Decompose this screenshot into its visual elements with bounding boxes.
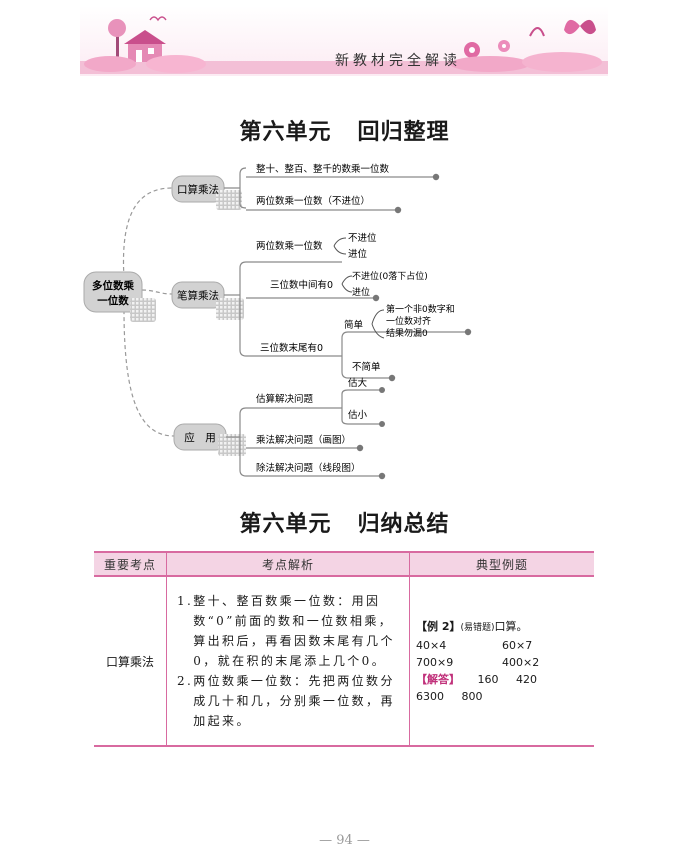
root-node: 多位数乘 一位数 (83, 271, 156, 322)
analysis-cell: 1. 整十、整百数乘一位数：用因数“0”前面的数和一位数相乘，算出积后，再看因数… (166, 576, 410, 747)
estimate-up: 估大 (348, 377, 368, 389)
topic-cell: 口算乘法 (94, 576, 167, 747)
answer: 800 (461, 689, 483, 703)
written-two-digit: 两位数乘一位数 (256, 240, 323, 252)
point-number: 2. (177, 674, 194, 688)
answer: 160 (477, 672, 499, 686)
apply-multiply: 乘法解决问题（画图） (256, 434, 351, 446)
mind-map: 多位数乘 一位数 口算乘法 整十、整百、整千的数乘一位数 两位数乘一位数（不进位… (83, 163, 472, 480)
point-number: 1. (177, 594, 194, 608)
written-branch-node: 笔算乘法 (171, 281, 244, 320)
root-label-line1: 多位数乘 (92, 279, 134, 292)
unit-label: 第六单元 (239, 119, 332, 145)
table-row: 口算乘法 1. 整十、整百数乘一位数：用因数“0”前面的数和一位数相乘，算出积后… (94, 576, 594, 747)
header-analysis: 考点解析 (166, 551, 410, 577)
example-cell: 【例 2】(易错题)口算。 40×4 60×7 700×9 400×2 【解答】… (409, 576, 594, 747)
problem: 700×9 (416, 655, 454, 669)
tree-icon (108, 19, 126, 62)
topic-text: 口算乘法 (105, 654, 154, 669)
list-item: 2. 两位数乘一位数：先把两位数分成几十和几，分别乘一位数，再加起来。 (177, 671, 403, 731)
oral-item-2: 两位数乘一位数（不进位） (256, 195, 370, 207)
simple-note-1: 第一个非0数字和 (386, 303, 455, 315)
zero-end-simple: 简单 (344, 319, 364, 331)
answer: 420 (516, 672, 537, 686)
section-heading: 归纳总结 (357, 511, 450, 537)
zero-end-not-simple: 不简单 (352, 361, 381, 373)
apply-estimate: 估算解决问题 (256, 393, 314, 405)
section-title-summary: 第六单元归纳总结 (0, 506, 689, 538)
oral-branch-node: 口算乘法 (171, 175, 242, 210)
apply-divide: 除法解决问题（线段图） (256, 462, 361, 474)
apply-branch-node: 应 用 (173, 423, 246, 456)
header-decoration (80, 6, 608, 76)
problem-row: 40×4 60×7 (416, 637, 594, 654)
page-number: — 94 — (319, 833, 370, 848)
summary-table: 重要考点 考点解析 典型例题 口算乘法 1. 整十、整百数乘一位数：用因数“0”… (94, 551, 594, 747)
section-title-review: 第六单元回归整理 (0, 114, 689, 146)
written-label: 笔算乘法 (177, 289, 219, 302)
problem: 400×2 (502, 655, 540, 669)
written-zero-end: 三位数末尾有0 (260, 342, 323, 354)
example-block: 【例 2】(易错题)口算。 40×4 60×7 700×9 400×2 【解答】… (410, 618, 594, 705)
header-example: 典型例题 (409, 551, 594, 577)
point-text: 整十、整百数乘一位数：用因数“0”前面的数和一位数相乘，算出积后，再看因数末尾有… (193, 594, 395, 668)
example-tag: 【例 2】 (416, 619, 461, 633)
oral-item-1: 整十、整百、整千的数乘一位数 (256, 163, 390, 175)
problem: 60×7 (502, 638, 533, 652)
zero-middle-sub-1: 不进位(0落下占位) (352, 270, 428, 282)
page-header-banner: 新教材完全解读 (80, 6, 608, 76)
flower-icon (464, 40, 510, 58)
list-item: 1. 整十、整百数乘一位数：用因数“0”前面的数和一位数相乘，算出积后，再看因数… (177, 591, 403, 671)
unit-label: 第六单元 (239, 511, 332, 537)
header-topic: 重要考点 (94, 551, 167, 577)
answer: 6300 (416, 689, 444, 703)
problem: 40×4 (416, 638, 447, 652)
example-tag-note: (易错题) (460, 622, 495, 633)
problem-row: 700×9 400×2 (416, 654, 594, 671)
oral-label: 口算乘法 (177, 183, 219, 196)
header-title: 新教材完全解读 (335, 53, 461, 69)
answer-tag: 【解答】 (416, 672, 460, 686)
simple-note-3: 结果勿漏0 (386, 327, 428, 339)
example-prompt: 口算。 (494, 619, 528, 633)
estimate-down: 估小 (348, 409, 368, 421)
two-digit-sub-1: 不进位 (348, 232, 377, 244)
butterfly-icon (564, 19, 596, 35)
section-heading: 回归整理 (357, 119, 450, 145)
two-digit-sub-2: 进位 (348, 248, 368, 260)
zero-middle-sub-2: 进位 (352, 286, 370, 298)
apply-label: 应 用 (184, 431, 216, 444)
table-header-row: 重要考点 考点解析 典型例题 (94, 551, 594, 577)
analysis-points: 1. 整十、整百数乘一位数：用因数“0”前面的数和一位数相乘，算出积后，再看因数… (167, 591, 409, 731)
simple-note-2: 一位数对齐 (386, 315, 431, 327)
house-icon (124, 30, 166, 62)
point-text: 两位数乘一位数：先把两位数分成几十和几，分别乘一位数，再加起来。 (193, 674, 395, 728)
written-zero-middle: 三位数中间有0 (270, 279, 333, 291)
root-label-line2: 一位数 (97, 294, 129, 307)
answer-row: 【解答】 160 420 6300 800 (416, 671, 594, 705)
bird-icon (149, 16, 167, 22)
